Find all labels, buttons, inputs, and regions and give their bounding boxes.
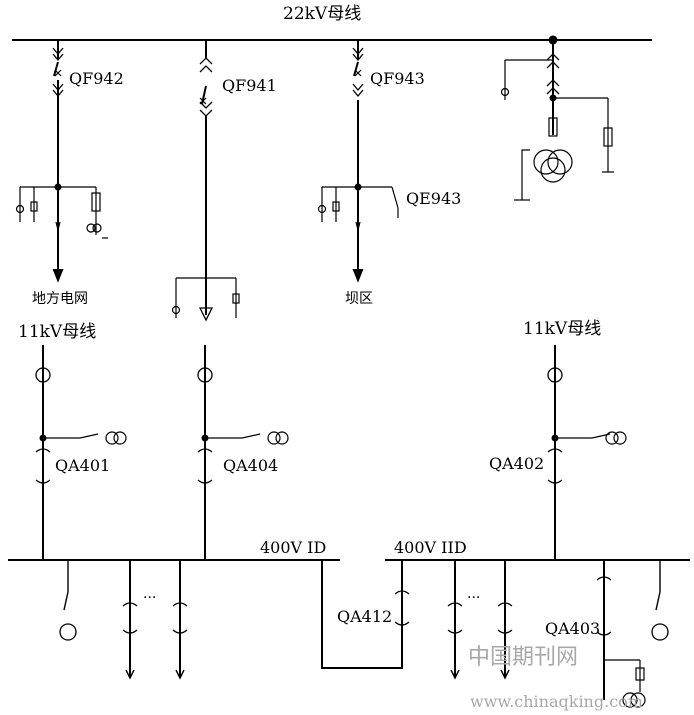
qa402-label: QA402 bbox=[489, 454, 544, 473]
station-transformer-22kv bbox=[500, 35, 614, 201]
qf941-label: QF941 bbox=[222, 76, 277, 95]
incomer-qa404 bbox=[197, 345, 289, 560]
watermark-cn: 中国期刊网 bbox=[468, 645, 578, 670]
ellipsis-bus2: ... bbox=[467, 586, 480, 602]
feeder-qf943 bbox=[317, 40, 399, 283]
feeder-qf942 bbox=[15, 40, 108, 283]
qa401-label: QA401 bbox=[55, 456, 110, 475]
qa403-label: QA403 bbox=[545, 619, 600, 638]
bus2-outgoing-feeders bbox=[447, 560, 669, 708]
local-grid-label: 地方电网 bbox=[32, 291, 88, 307]
qa412-label: QA412 bbox=[337, 607, 392, 626]
bus-11kv-right-label: 11kV母线 bbox=[523, 319, 601, 339]
qa404-label: QA404 bbox=[223, 456, 278, 475]
bus-400v-1-label: 400V ID bbox=[260, 538, 326, 557]
dam-area-label: 坝区 bbox=[345, 291, 373, 307]
incomer-qa401 bbox=[35, 345, 127, 560]
qf943-label: QF943 bbox=[370, 69, 425, 88]
ellipsis-bus1: ... bbox=[143, 586, 156, 602]
bus-tie-qa412 bbox=[321, 560, 410, 669]
qf942-label: QF942 bbox=[69, 69, 124, 88]
feeder-qf941 bbox=[171, 40, 240, 322]
watermark-url: www.chinaqking.com bbox=[470, 692, 643, 711]
bus1-outgoing-feeders bbox=[59, 560, 188, 680]
bus-11kv-left-label: 11kV母线 bbox=[18, 322, 96, 342]
bus-400v-2-label: 400V IID bbox=[394, 538, 467, 557]
qe943-label: QE943 bbox=[406, 189, 461, 208]
incomer-qa402 bbox=[547, 345, 627, 560]
bus-22kv-label: 22kV母线 bbox=[283, 4, 361, 24]
